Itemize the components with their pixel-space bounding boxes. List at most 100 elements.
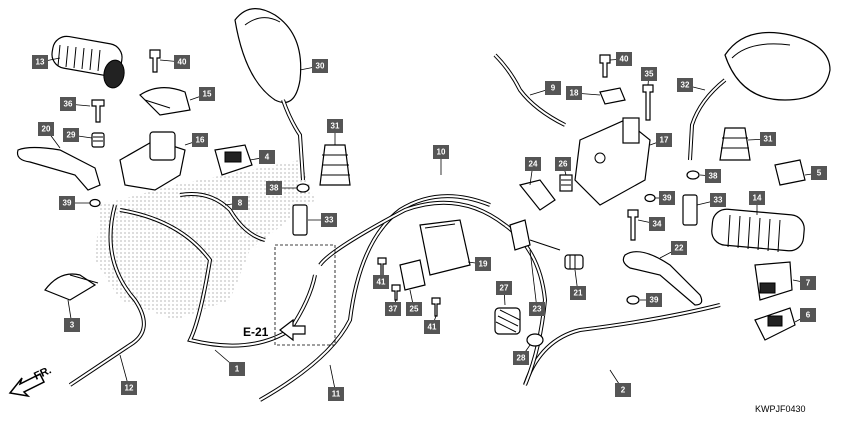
- switch-housing-right-17[interactable]: [574, 117, 651, 206]
- callout-box: [64, 318, 80, 332]
- callout-number: 13: [36, 58, 45, 67]
- callout-number: 39: [663, 194, 672, 203]
- callout-box: [32, 55, 48, 69]
- diagram-code: KWPJF0430: [755, 404, 806, 414]
- brake-lever-right[interactable]: [622, 251, 703, 306]
- switch-7[interactable]: [754, 261, 793, 301]
- switch-housing-left[interactable]: [139, 87, 191, 116]
- callout-18[interactable]: 18: [566, 86, 582, 100]
- callout-number: 7: [806, 279, 811, 288]
- callout-number: 38: [270, 184, 279, 193]
- callout-32[interactable]: 32: [677, 78, 693, 92]
- callout-14[interactable]: 14: [749, 191, 765, 205]
- callout-box: [677, 78, 693, 92]
- callout-box: [615, 383, 631, 397]
- callout-3[interactable]: 3: [64, 318, 80, 332]
- callout-39[interactable]: 39: [59, 196, 75, 210]
- callout-box: [616, 52, 632, 66]
- horn-switch-4[interactable]: [214, 144, 253, 176]
- callout-number: 23: [533, 305, 542, 314]
- callout-41[interactable]: 41: [373, 275, 389, 289]
- lever-bracket-left[interactable]: [119, 131, 186, 191]
- callout-number: 19: [479, 260, 488, 269]
- callout-40[interactable]: 40: [174, 55, 190, 69]
- callout-9[interactable]: 9: [545, 81, 561, 95]
- callout-box: [63, 128, 79, 142]
- callout-17[interactable]: 17: [656, 133, 672, 147]
- callout-37[interactable]: 37: [385, 302, 401, 316]
- callout-41[interactable]: 41: [424, 320, 440, 334]
- callout-24[interactable]: 24: [525, 157, 541, 171]
- callout-box: [328, 387, 344, 401]
- callout-12[interactable]: 12: [121, 381, 137, 395]
- callout-number: 1: [235, 365, 240, 374]
- callout-box: [385, 302, 401, 316]
- callout-number: 39: [650, 296, 659, 305]
- callout-28[interactable]: 28: [513, 351, 529, 365]
- adjuster-21: [564, 254, 584, 270]
- callout-40[interactable]: 40: [616, 52, 632, 66]
- callout-7[interactable]: 7: [800, 276, 816, 290]
- callout-number: 33: [714, 196, 723, 205]
- callout-10[interactable]: 10: [433, 145, 449, 159]
- callout-5[interactable]: 5: [811, 166, 827, 180]
- callout-box: [513, 351, 529, 365]
- callout-20[interactable]: 20: [38, 122, 54, 136]
- callout-33[interactable]: 33: [710, 193, 726, 207]
- brake-lever-left[interactable]: [16, 146, 101, 191]
- nut-39-lower: [626, 295, 640, 305]
- callout-31[interactable]: 31: [760, 132, 776, 146]
- callout-box: [555, 157, 571, 171]
- callout-number: 20: [42, 125, 51, 134]
- frame-shading: [95, 160, 315, 320]
- callout-box: [570, 286, 586, 300]
- mirror-right[interactable]: [688, 31, 831, 161]
- callout-box: [659, 191, 675, 205]
- callout-22[interactable]: 22: [671, 241, 687, 255]
- callout-1[interactable]: 1: [229, 362, 245, 376]
- left-grip[interactable]: [50, 34, 127, 89]
- callout-21[interactable]: 21: [570, 286, 586, 300]
- callout-38[interactable]: 38: [705, 169, 721, 183]
- callout-15[interactable]: 15: [199, 87, 215, 101]
- mirror-left[interactable]: [234, 8, 305, 181]
- callout-31[interactable]: 31: [327, 119, 343, 133]
- callout-36[interactable]: 36: [60, 97, 76, 111]
- callout-27[interactable]: 27: [496, 281, 512, 295]
- callout-number: 16: [196, 136, 205, 145]
- callout-11[interactable]: 11: [328, 387, 344, 401]
- callout-number: 39: [63, 199, 72, 208]
- callout-number: 25: [410, 305, 419, 314]
- callout-8[interactable]: 8: [232, 196, 248, 210]
- callout-4[interactable]: 4: [259, 150, 275, 164]
- callout-box: [475, 257, 491, 271]
- callout-16[interactable]: 16: [192, 133, 208, 147]
- callout-box: [545, 81, 561, 95]
- part-5: [774, 159, 806, 186]
- callout-39[interactable]: 39: [646, 293, 662, 307]
- callout-number: 11: [332, 390, 341, 399]
- callout-29[interactable]: 29: [63, 128, 79, 142]
- screw-37: [391, 284, 401, 301]
- callout-6[interactable]: 6: [800, 308, 816, 322]
- callout-box: [800, 276, 816, 290]
- switch-6[interactable]: [754, 307, 796, 341]
- callout-38[interactable]: 38: [266, 181, 282, 195]
- callout-35[interactable]: 35: [641, 67, 657, 81]
- callout-13[interactable]: 13: [32, 55, 48, 69]
- right-grip[interactable]: [711, 208, 806, 253]
- callout-25[interactable]: 25: [406, 302, 422, 316]
- callout-26[interactable]: 26: [555, 157, 571, 171]
- callout-33[interactable]: 33: [321, 213, 337, 227]
- callout-19[interactable]: 19: [475, 257, 491, 271]
- callout-39[interactable]: 39: [659, 191, 675, 205]
- callout-30[interactable]: 30: [312, 59, 328, 73]
- screw-40-right: [599, 54, 611, 78]
- cover-19[interactable]: [419, 219, 471, 276]
- bracket-23[interactable]: [509, 219, 561, 251]
- callout-number: 6: [806, 311, 811, 320]
- callout-23[interactable]: 23: [529, 302, 545, 316]
- callout-2[interactable]: 2: [615, 383, 631, 397]
- callout-34[interactable]: 34: [649, 217, 665, 231]
- callout-number: 35: [645, 70, 654, 79]
